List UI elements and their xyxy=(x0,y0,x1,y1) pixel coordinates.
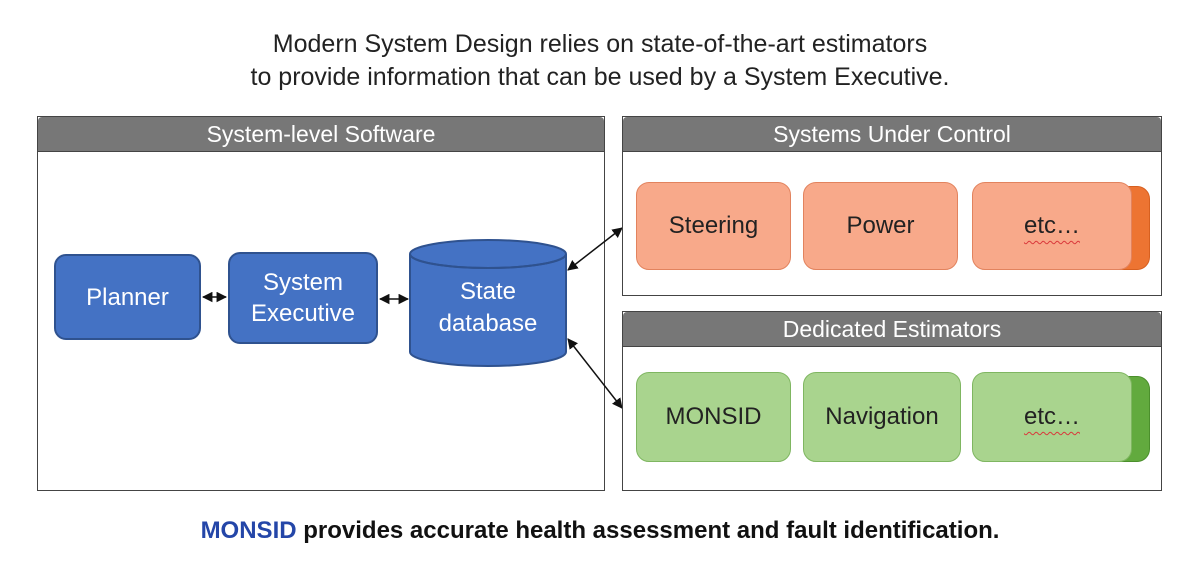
system-executive-box[interactable]: System Executive xyxy=(228,252,378,344)
steering-label: Steering xyxy=(668,212,759,239)
state-database-label: State database xyxy=(410,276,566,340)
database-estimators-connector xyxy=(567,338,623,409)
database-systems-connector xyxy=(567,227,623,271)
etc-estimators-module[interactable]: etc… xyxy=(972,372,1132,462)
etc-systems-label: etc… xyxy=(1023,212,1080,239)
planner-label: Planner xyxy=(86,283,169,311)
header-line-2: to provide information that can be used … xyxy=(250,63,950,91)
steering-module[interactable]: Steering xyxy=(636,182,791,270)
power-label: Power xyxy=(846,212,915,239)
db-label-line2: database xyxy=(438,310,538,337)
monsid-module[interactable]: MONSID xyxy=(636,372,791,462)
power-module[interactable]: Power xyxy=(803,182,958,270)
navigation-label: Navigation xyxy=(825,403,939,430)
navigation-module[interactable]: Navigation xyxy=(803,372,961,462)
planner-box[interactable]: Planner xyxy=(54,254,201,340)
etc-estimators-label: etc… xyxy=(1023,403,1080,430)
etc-systems-module[interactable]: etc… xyxy=(972,182,1132,270)
state-database-cylinder[interactable] xyxy=(409,239,567,367)
db-label-line1: State xyxy=(459,278,517,305)
dedicated-estimators-title: Dedicated Estimators xyxy=(623,312,1161,347)
header-line-1: Modern System Design relies on state-of-… xyxy=(272,30,928,58)
system-software-title: System-level Software xyxy=(38,117,604,152)
executive-label-line1: System xyxy=(262,269,343,296)
footer-statement: MONSID provides accurate health assessme… xyxy=(0,517,1200,545)
systems-under-control-title: Systems Under Control xyxy=(623,117,1161,152)
footer-text: provides accurate health assessment and … xyxy=(296,517,1000,544)
executive-label-line2: Executive xyxy=(250,300,356,327)
footer-highlight: MONSID xyxy=(200,517,297,544)
monsid-label: MONSID xyxy=(665,403,762,430)
